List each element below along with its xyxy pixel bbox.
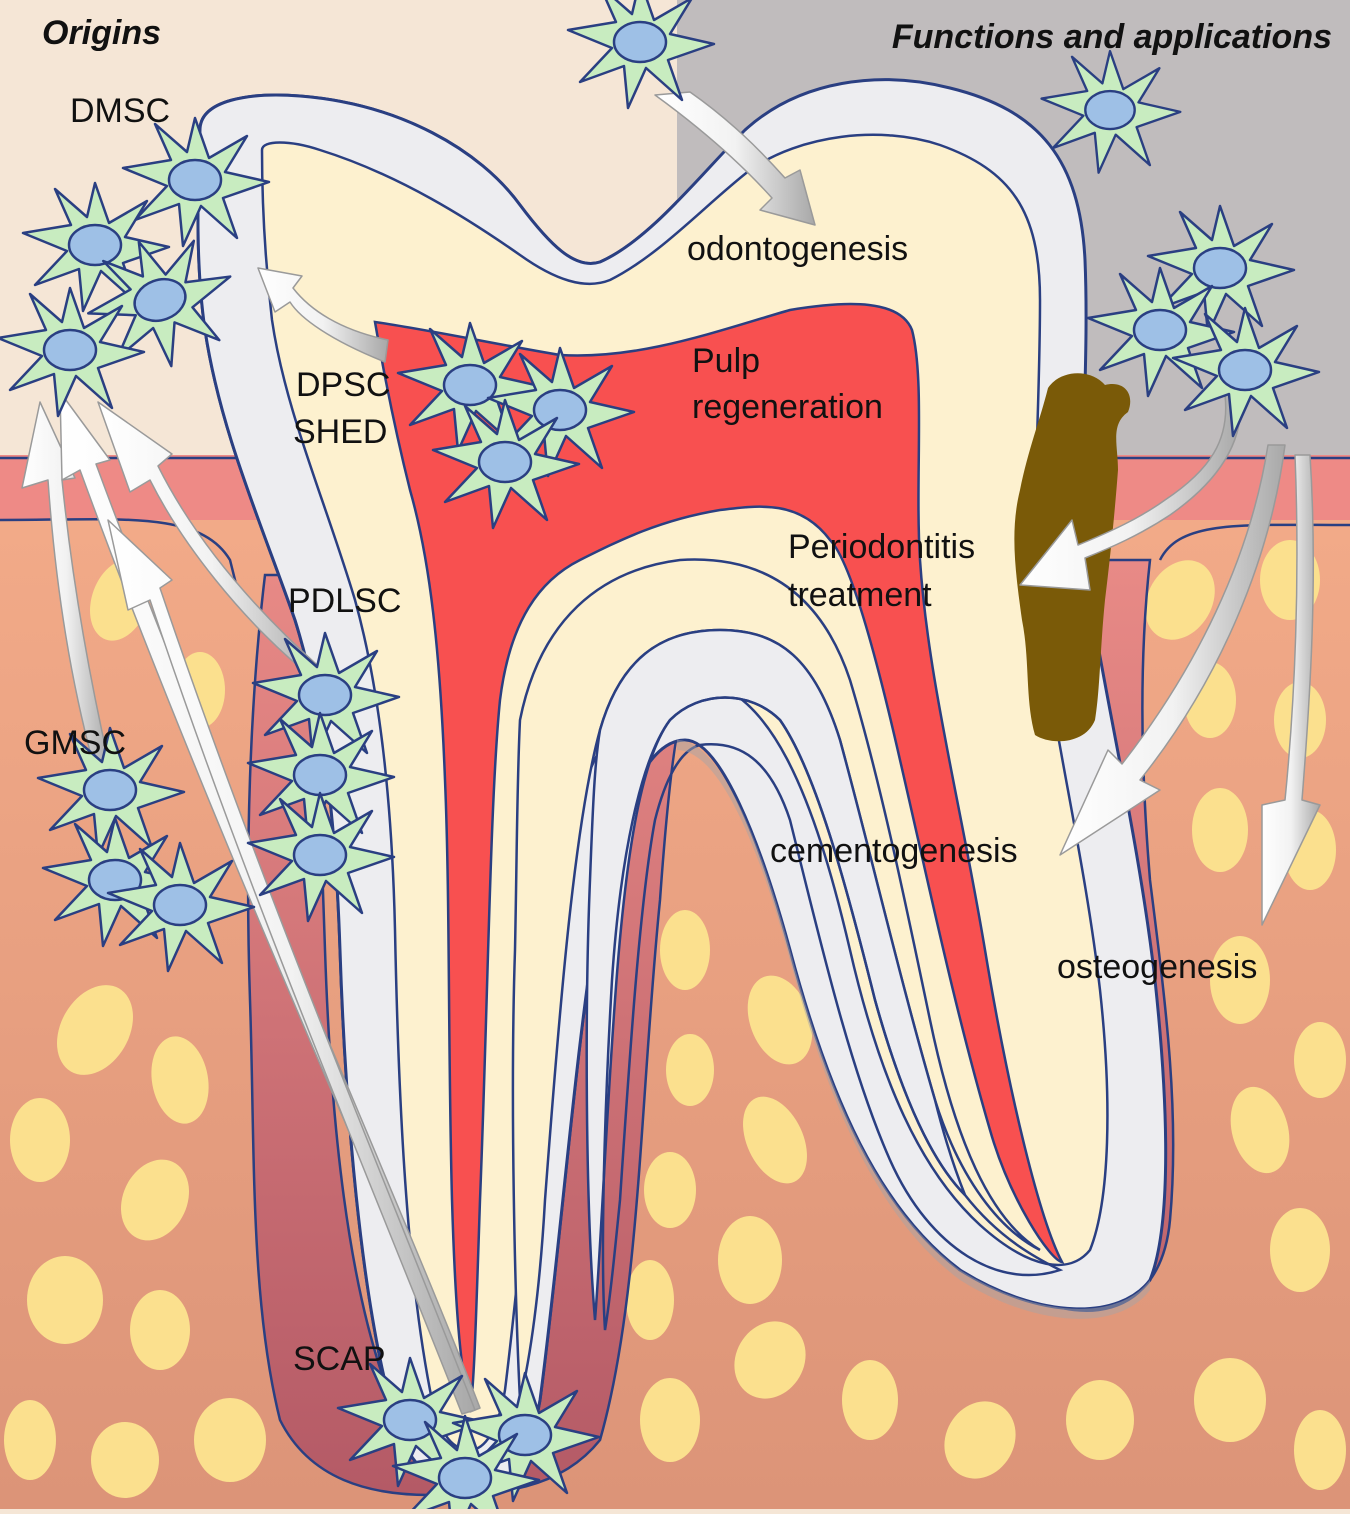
label-gmsc: GMSC — [24, 724, 126, 762]
label-odontogenesis: odontogenesis — [687, 230, 908, 268]
bone-spots — [4, 540, 1346, 1498]
label-pulp-2: regeneration — [692, 388, 883, 426]
label-scap: SCAP — [293, 1340, 386, 1378]
pulp — [373, 302, 1065, 1411]
label-cementogenesis: cementogenesis — [770, 832, 1018, 870]
origins-header: Origins — [42, 14, 161, 52]
label-perio-1: Periodontitis — [788, 528, 975, 566]
arrows — [21, 91, 1321, 1415]
label-dpsc: DPSC — [296, 366, 390, 404]
arrow-cementogenesis — [1059, 444, 1286, 856]
arrow-osteogenesis — [1261, 454, 1321, 926]
label-perio-2: treatment — [788, 576, 932, 614]
label-pulp-1: Pulp — [692, 342, 760, 380]
arrow-pdlsc-left — [97, 401, 326, 681]
arrow-periodontitis — [1019, 394, 1242, 591]
label-osteogenesis: osteogenesis — [1057, 948, 1257, 986]
arrow-odontogenesis — [654, 91, 816, 226]
label-shed: SHED — [293, 413, 387, 451]
label-dmsc: DMSC — [70, 92, 170, 130]
functions-header: Functions and applications — [892, 18, 1332, 56]
root-gap — [601, 696, 1064, 1331]
arrow-scap-long-2 — [107, 519, 476, 1415]
arrow-dpsc — [257, 267, 389, 363]
label-pdlsc: PDLSC — [288, 582, 401, 620]
arrow-gmsc-left — [21, 401, 111, 771]
